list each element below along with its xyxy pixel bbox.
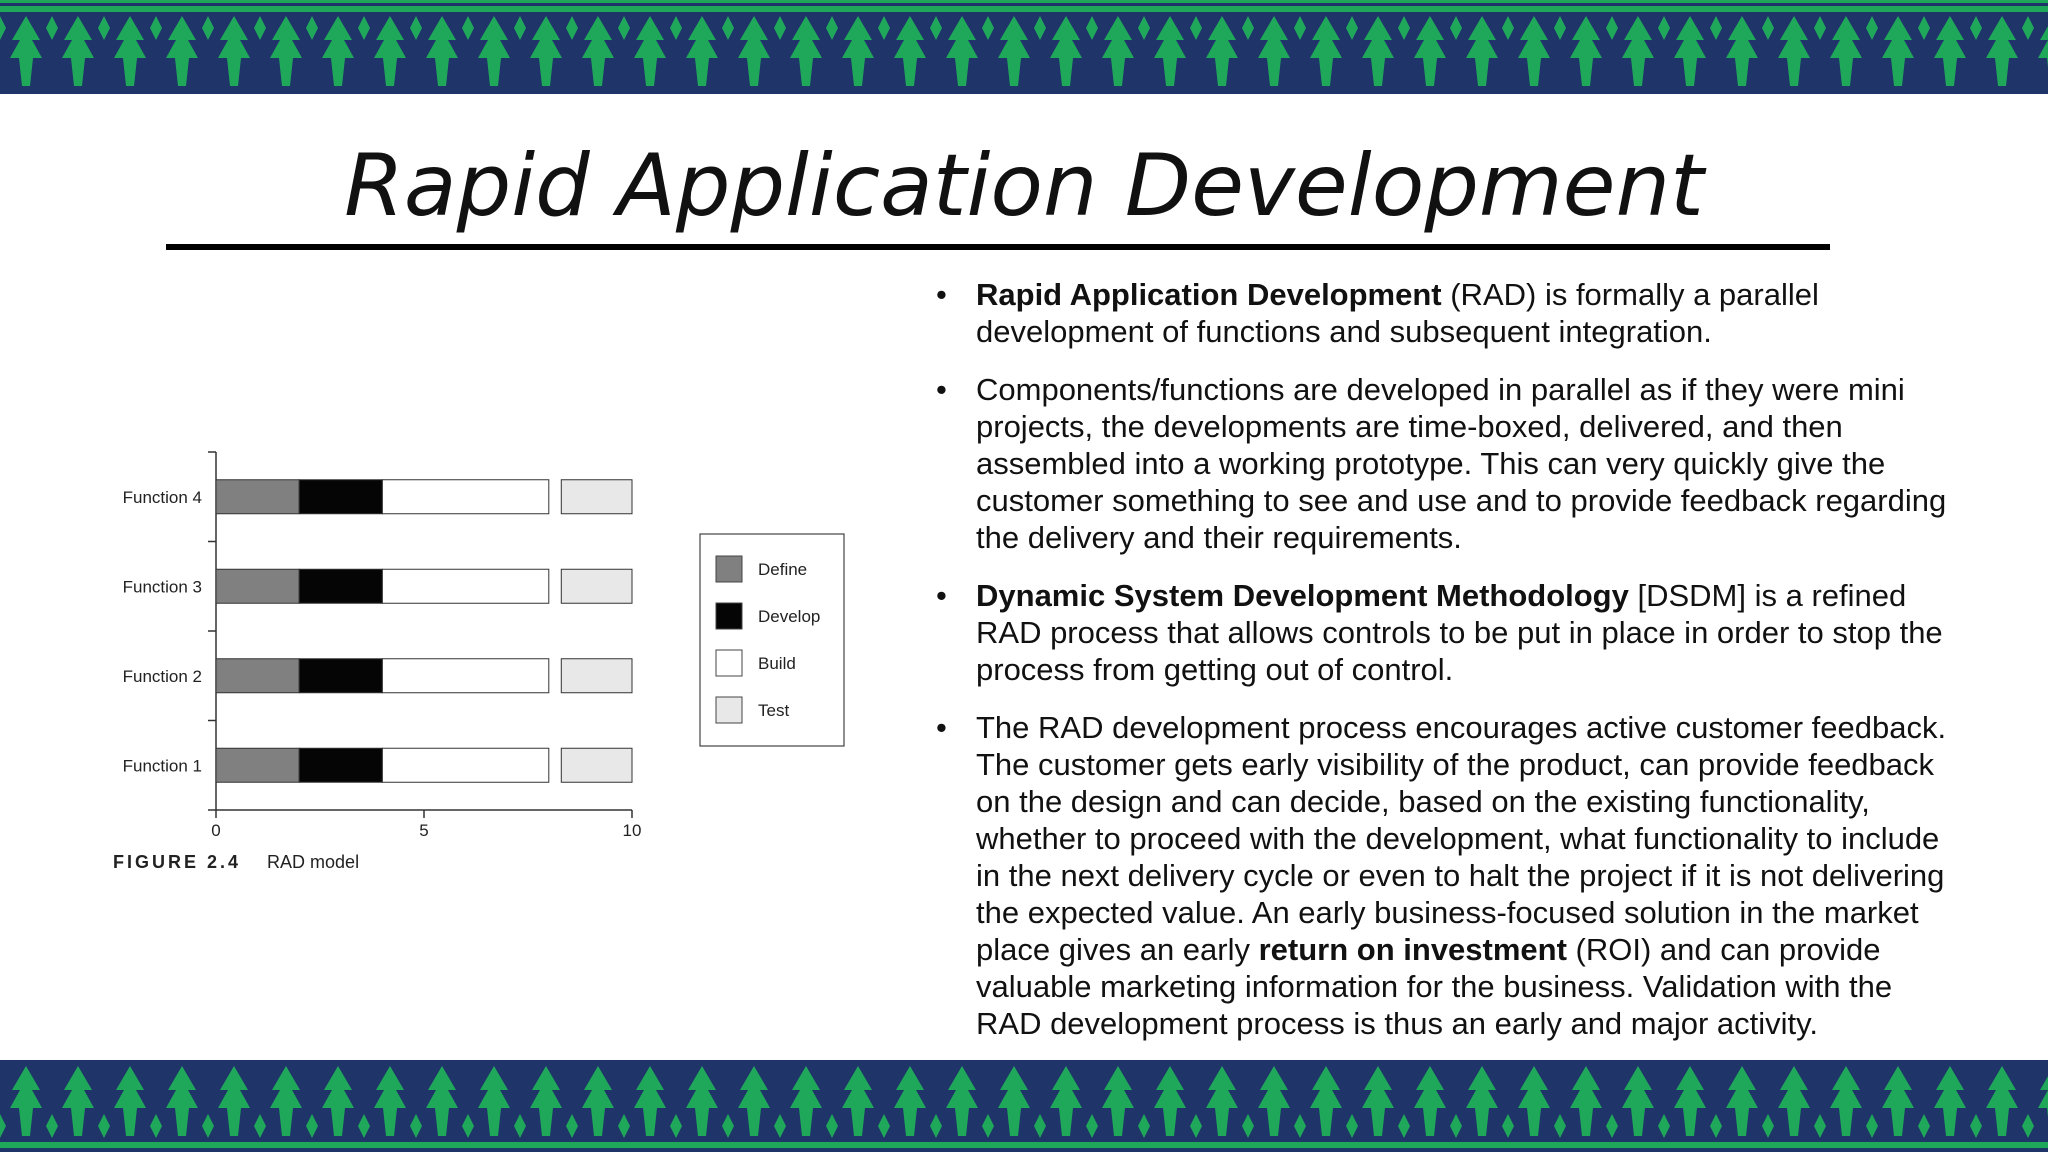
legend-label: Develop	[758, 607, 820, 626]
figure-caption-text: RAD model	[267, 852, 360, 872]
bullet-item: •Dynamic System Development Methodology …	[930, 577, 1960, 688]
category-label: Function 2	[123, 667, 202, 686]
bullet-text: [DSDM] is a refined RAD process that all…	[976, 578, 1943, 687]
bar-develop	[298, 568, 383, 604]
legend-swatch-build	[715, 649, 743, 677]
x-tick-label: 0	[211, 821, 220, 840]
category-label: Function 1	[123, 756, 202, 775]
x-tick-label: 10	[623, 821, 642, 840]
bullet-dot: •	[936, 277, 947, 312]
bar-define	[215, 747, 300, 783]
bullet-bold: Dynamic System Development Methodology	[976, 578, 1629, 613]
bullet-dot: •	[936, 578, 947, 613]
x-tick-label: 5	[419, 821, 428, 840]
bar-build	[381, 479, 550, 515]
bullet-text: Components/functions are developed in pa…	[976, 372, 1947, 555]
bar-build	[381, 568, 550, 604]
bar-test	[560, 568, 633, 604]
legend-label: Define	[758, 560, 807, 579]
bullet-text: (RAD) is formally a parallel development…	[976, 277, 1819, 349]
bar-test	[560, 658, 633, 694]
bullet-text: The RAD development process encourages a…	[976, 710, 1947, 967]
legend-label: Test	[758, 701, 789, 720]
bar-define	[215, 479, 300, 515]
bar-develop	[298, 479, 383, 515]
bar-build	[381, 747, 550, 783]
bullet-text: (ROI) and can provide valuable marketing…	[976, 932, 1893, 1041]
bar-define	[215, 658, 300, 694]
page-title: Rapid Application Development	[344, 136, 1704, 236]
decorative-top-band	[0, 0, 2048, 94]
category-label: Function 4	[123, 488, 202, 507]
bar-build	[381, 658, 550, 694]
legend-swatch-define	[715, 555, 743, 583]
title-underline	[166, 244, 1830, 250]
decorative-bottom-band	[0, 1060, 2048, 1152]
bar-test	[560, 747, 633, 783]
figure-number: FIGURE 2.4	[113, 852, 242, 872]
bar-develop	[298, 658, 383, 694]
legend-swatch-develop	[715, 602, 743, 630]
category-label: Function 3	[123, 577, 202, 596]
bullet-dot: •	[936, 372, 947, 407]
legend-swatch-test	[715, 696, 743, 724]
rad-model-figure: Function 1 Function 2 Function 3 Function 4…	[100, 440, 880, 900]
legend-label: Build	[758, 654, 796, 673]
bar-test	[560, 479, 633, 515]
pattern-top	[0, 0, 2048, 94]
bullet-item: • Rapid Application Development (RAD) is …	[930, 276, 1960, 350]
bullet-bold: Rapid Application Development	[976, 277, 1442, 312]
figure-caption: FIGURE 2.4 RAD model	[113, 852, 359, 873]
bullet-dot: •	[936, 710, 947, 745]
bullet-item: • The RAD development process encourages …	[930, 709, 1960, 1042]
bullet-item: • Components/functions are developed in p…	[930, 371, 1960, 556]
bullet-list: • Rapid Application Development (RAD) is …	[930, 276, 1960, 1063]
bar-define	[215, 568, 300, 604]
rad-chart: Function 1 Function 2 Function 3 Function 4…	[123, 451, 845, 840]
bullet-bold: return on investment	[1258, 932, 1567, 967]
pattern-bottom	[0, 1060, 2048, 1152]
bar-develop	[298, 747, 383, 783]
